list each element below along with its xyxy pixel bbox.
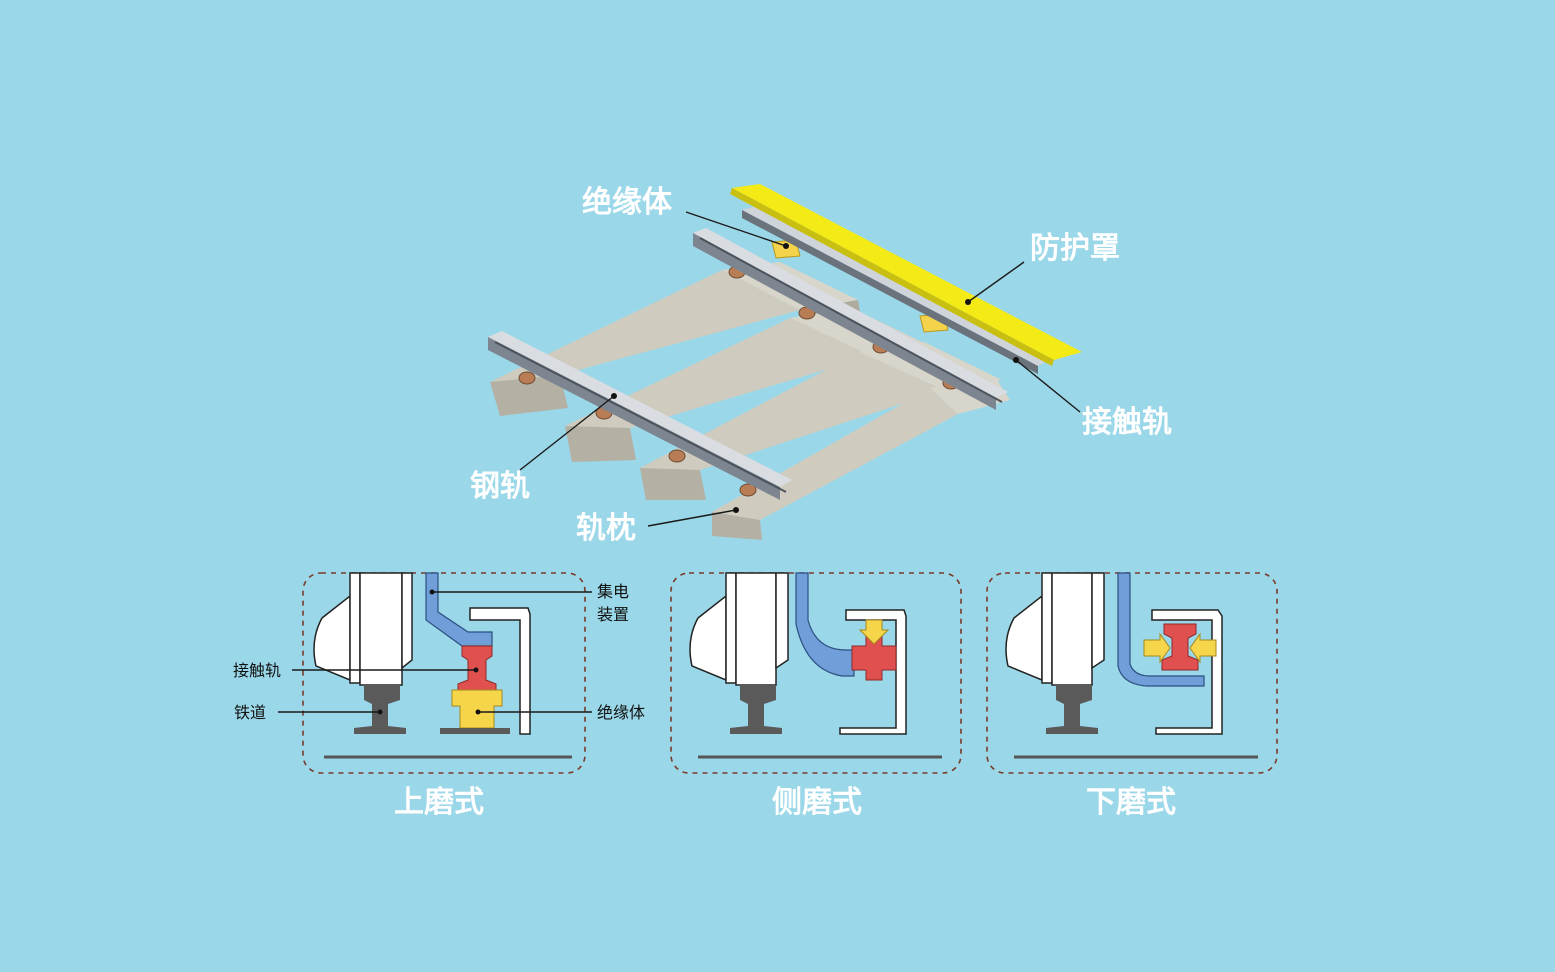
label-contact-rail-small: 接触轨 (233, 661, 281, 680)
contact-rail-3d (742, 206, 1050, 374)
insulator-support (858, 619, 890, 645)
running-rail (1046, 685, 1098, 734)
protective-cover (730, 184, 1082, 366)
panel-bottom-contact: 下磨式 (986, 572, 1278, 820)
label-track: 铁道 (234, 703, 266, 722)
current-collector (425, 572, 493, 647)
panel-side-contact: 侧磨式 (670, 572, 962, 820)
panel-top-contact: 集电 装置 接触轨 铁道 绝缘体 上磨式 (233, 572, 645, 820)
label-collector-line1: 集电 (597, 582, 629, 601)
current-collector (795, 572, 855, 677)
contact-rail (1161, 623, 1199, 671)
fastener-bolt (518, 371, 536, 385)
label-insulator: 绝缘体 (582, 185, 673, 220)
label-steel-rail: 钢轨 (470, 469, 530, 504)
insulator-support (451, 689, 503, 729)
panel-border (986, 572, 1278, 774)
track-illustration: 绝缘体 防护罩 接触轨 钢轨 轨枕 (470, 184, 1172, 546)
panel-border (670, 572, 962, 774)
steel-rail (488, 331, 792, 500)
label-sleeper: 轨枕 (576, 511, 636, 546)
fastener-bolt (668, 449, 686, 463)
insulator-support (1143, 632, 1171, 664)
label-protective-cover: 防护罩 (1030, 231, 1120, 266)
insulator-support (1189, 632, 1217, 664)
panel-title: 下磨式 (1086, 785, 1176, 820)
protective-cover (1151, 609, 1223, 735)
fastener-bolt (739, 483, 757, 497)
panel-border (302, 572, 586, 774)
protective-cover (469, 607, 531, 735)
label-insulator-small: 绝缘体 (597, 703, 645, 722)
panel-title: 上磨式 (394, 785, 484, 820)
label-contact-rail: 接触轨 (1082, 405, 1172, 440)
panel-title: 侧磨式 (772, 785, 862, 820)
running-rail (730, 685, 782, 734)
current-collector (1117, 572, 1205, 687)
steel-rail (693, 228, 1008, 410)
label-collector-line2: 装置 (597, 605, 629, 624)
